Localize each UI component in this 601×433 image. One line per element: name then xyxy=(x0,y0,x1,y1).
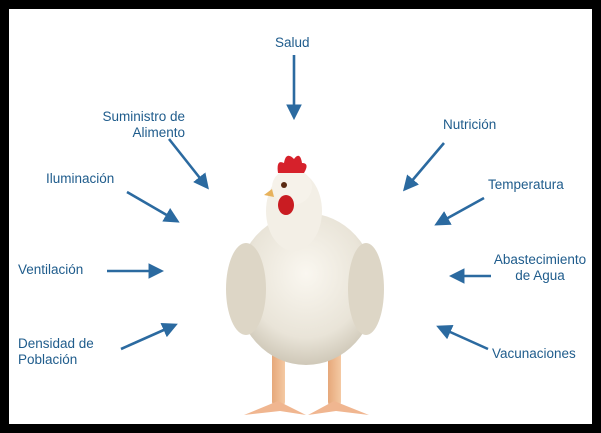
label-suministro-de-alimento: Suministro de Alimento xyxy=(87,109,185,141)
label-abastecimiento-line2: de Agua xyxy=(515,268,565,283)
label-densidad-line1: Densidad de xyxy=(18,336,94,351)
arrow-vacunaciones xyxy=(436,324,489,351)
arrow-temperatura xyxy=(434,196,485,226)
label-ventilacion: Ventilación xyxy=(18,262,84,277)
arrow-suministro xyxy=(167,138,209,190)
label-suministro-line2: Alimento xyxy=(132,125,185,140)
label-abastecimiento-line1: Abastecimiento xyxy=(493,252,587,267)
label-salud: Salud xyxy=(275,35,310,50)
label-abastecimiento-de-agua: Abastecimiento de Agua xyxy=(490,252,590,284)
label-nutricion: Nutrición xyxy=(443,117,497,132)
label-iluminacion: Iluminación xyxy=(46,171,115,186)
label-temperatura: Temperatura xyxy=(488,177,564,192)
arrow-nutricion xyxy=(402,142,445,192)
arrows-layer xyxy=(107,55,491,351)
label-densidad-line2: Población xyxy=(18,352,78,367)
diagram-frame: Salud Suministro de Alimento Iluminación… xyxy=(9,9,592,424)
arrow-iluminacion xyxy=(126,190,180,223)
arrow-densidad xyxy=(120,322,178,351)
label-vacunaciones: Vacunaciones xyxy=(492,346,576,361)
chicken-image xyxy=(226,155,384,415)
label-suministro-line1: Suministro de xyxy=(102,109,185,124)
label-densidad-de-poblacion: Densidad de Población xyxy=(18,336,94,368)
